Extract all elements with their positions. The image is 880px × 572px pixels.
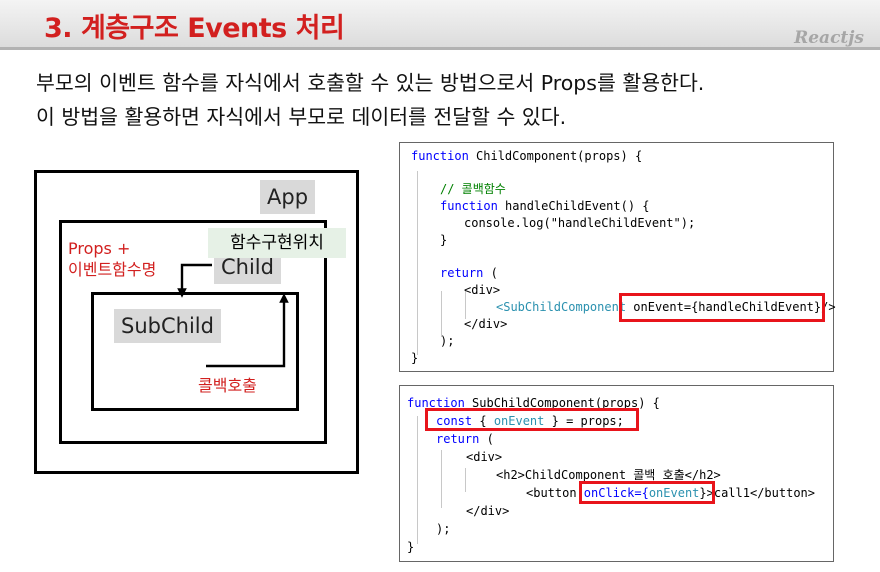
code-line: <div> (464, 283, 501, 297)
code-comment: // 콜백함수 (440, 182, 506, 196)
props-label-line-1: Props + (68, 239, 131, 258)
indent-guide (465, 291, 466, 319)
code-line: } (440, 233, 448, 247)
code-line: function handleChildEvent() { (440, 199, 650, 213)
code-line: </div> (464, 317, 508, 331)
subchild-box (91, 292, 299, 411)
code-line: function SubChildComponent(props) { (407, 396, 660, 410)
code-line: return ( (440, 266, 498, 280)
code-line: <div> (466, 450, 503, 464)
code-line: const { onEvent } = props; (436, 414, 624, 428)
code-line: <button onClick={onEvent}>call1</button> (526, 486, 815, 500)
code-line: console.log("handleChildEvent"); (464, 216, 696, 230)
description-line-1: 부모의 이벤트 함수를 자식에서 호출할 수 있는 방법으로서 Props를 활… (36, 71, 705, 95)
subchild-component-code: function SubChildComponent(props) { cons… (399, 385, 834, 562)
indent-guide (417, 171, 418, 355)
const-onevent-highlight (425, 408, 639, 431)
indent-guide (465, 468, 466, 492)
slide-title: 3. 계층구조 Events 처리 (44, 13, 345, 44)
app-label: App (260, 180, 316, 214)
code-line: } (407, 540, 415, 554)
impl-location-label: 함수구현위치 (208, 228, 346, 258)
indent-guide (441, 450, 442, 508)
brand-logo: Reactjs (794, 28, 864, 48)
code-line: ); (440, 334, 455, 348)
code-line: <h2>ChildComponent 콜백 호출</h2> (496, 468, 721, 482)
child-box (59, 220, 327, 444)
description-line-2: 이 방법을 활용하면 자식에서 부모로 데이터를 전달할 수 있다. (36, 105, 567, 129)
child-component-code: function ChildComponent(props) { // 콜백함수… (399, 142, 836, 372)
code-line: } (411, 351, 419, 365)
indent-guide (441, 291, 442, 337)
callback-call-label: 콜백호출 (198, 376, 257, 395)
app-box (34, 170, 359, 474)
onclick-highlight (579, 481, 715, 504)
indent-guide (417, 416, 418, 544)
props-label-line-2: 이벤트함수명 (68, 260, 157, 279)
subchild-label: SubChild (114, 309, 221, 343)
code-line: return ( (436, 432, 494, 446)
code-line: function ChildComponent(props) { (411, 149, 643, 163)
code-line: ); (436, 522, 451, 536)
code-line: </div> (466, 504, 510, 518)
slide-header: 3. 계층구조 Events 처리 Reactjs (0, 0, 880, 50)
code-line: <SubChildComponent onEvent={handleChildE… (496, 300, 836, 314)
onevent-highlight (619, 293, 825, 322)
props-label: Props + 이벤트함수명 (68, 238, 156, 280)
